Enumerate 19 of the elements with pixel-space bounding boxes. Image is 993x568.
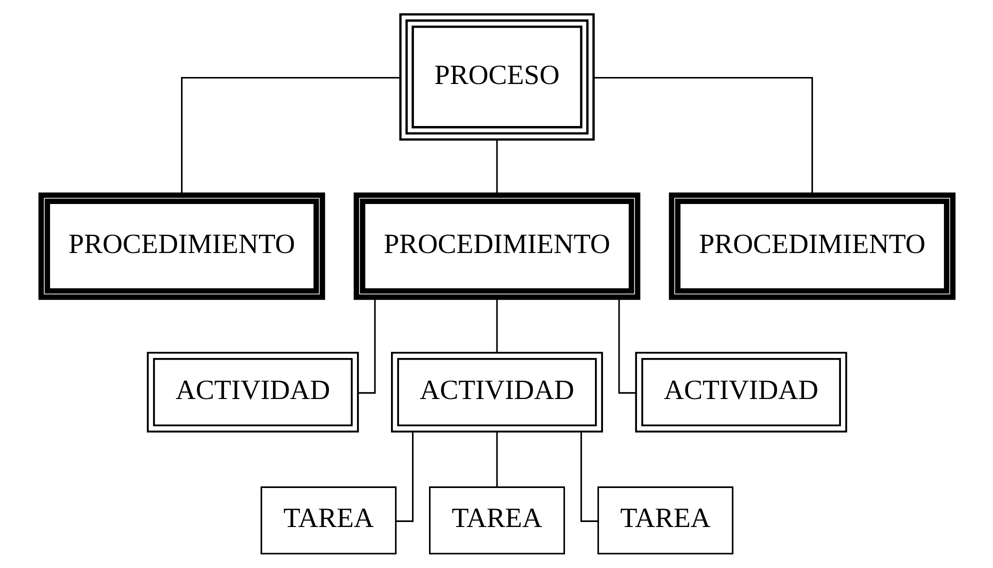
node-box: PROCEDIMIENTO [668,192,956,300]
node-box: PROCEDIMIENTO [38,192,325,300]
connector [580,432,598,522]
node-box: ACTIVIDAD [390,352,602,432]
node-box: TAREA [260,486,396,554]
connector [357,298,376,394]
connector [496,140,498,195]
node-box: TAREA [428,486,564,554]
connector [496,297,498,352]
node-box: PROCESO [398,13,594,141]
node-box: ACTIVIDAD [634,352,847,432]
connector [593,76,812,195]
connector [618,298,636,394]
node-box: TAREA [596,486,733,554]
node-box: ACTIVIDAD [146,352,358,432]
node-box: PROCEDIMIENTO [353,192,640,300]
connector [496,432,498,488]
connector [180,76,400,195]
connector [396,432,414,522]
